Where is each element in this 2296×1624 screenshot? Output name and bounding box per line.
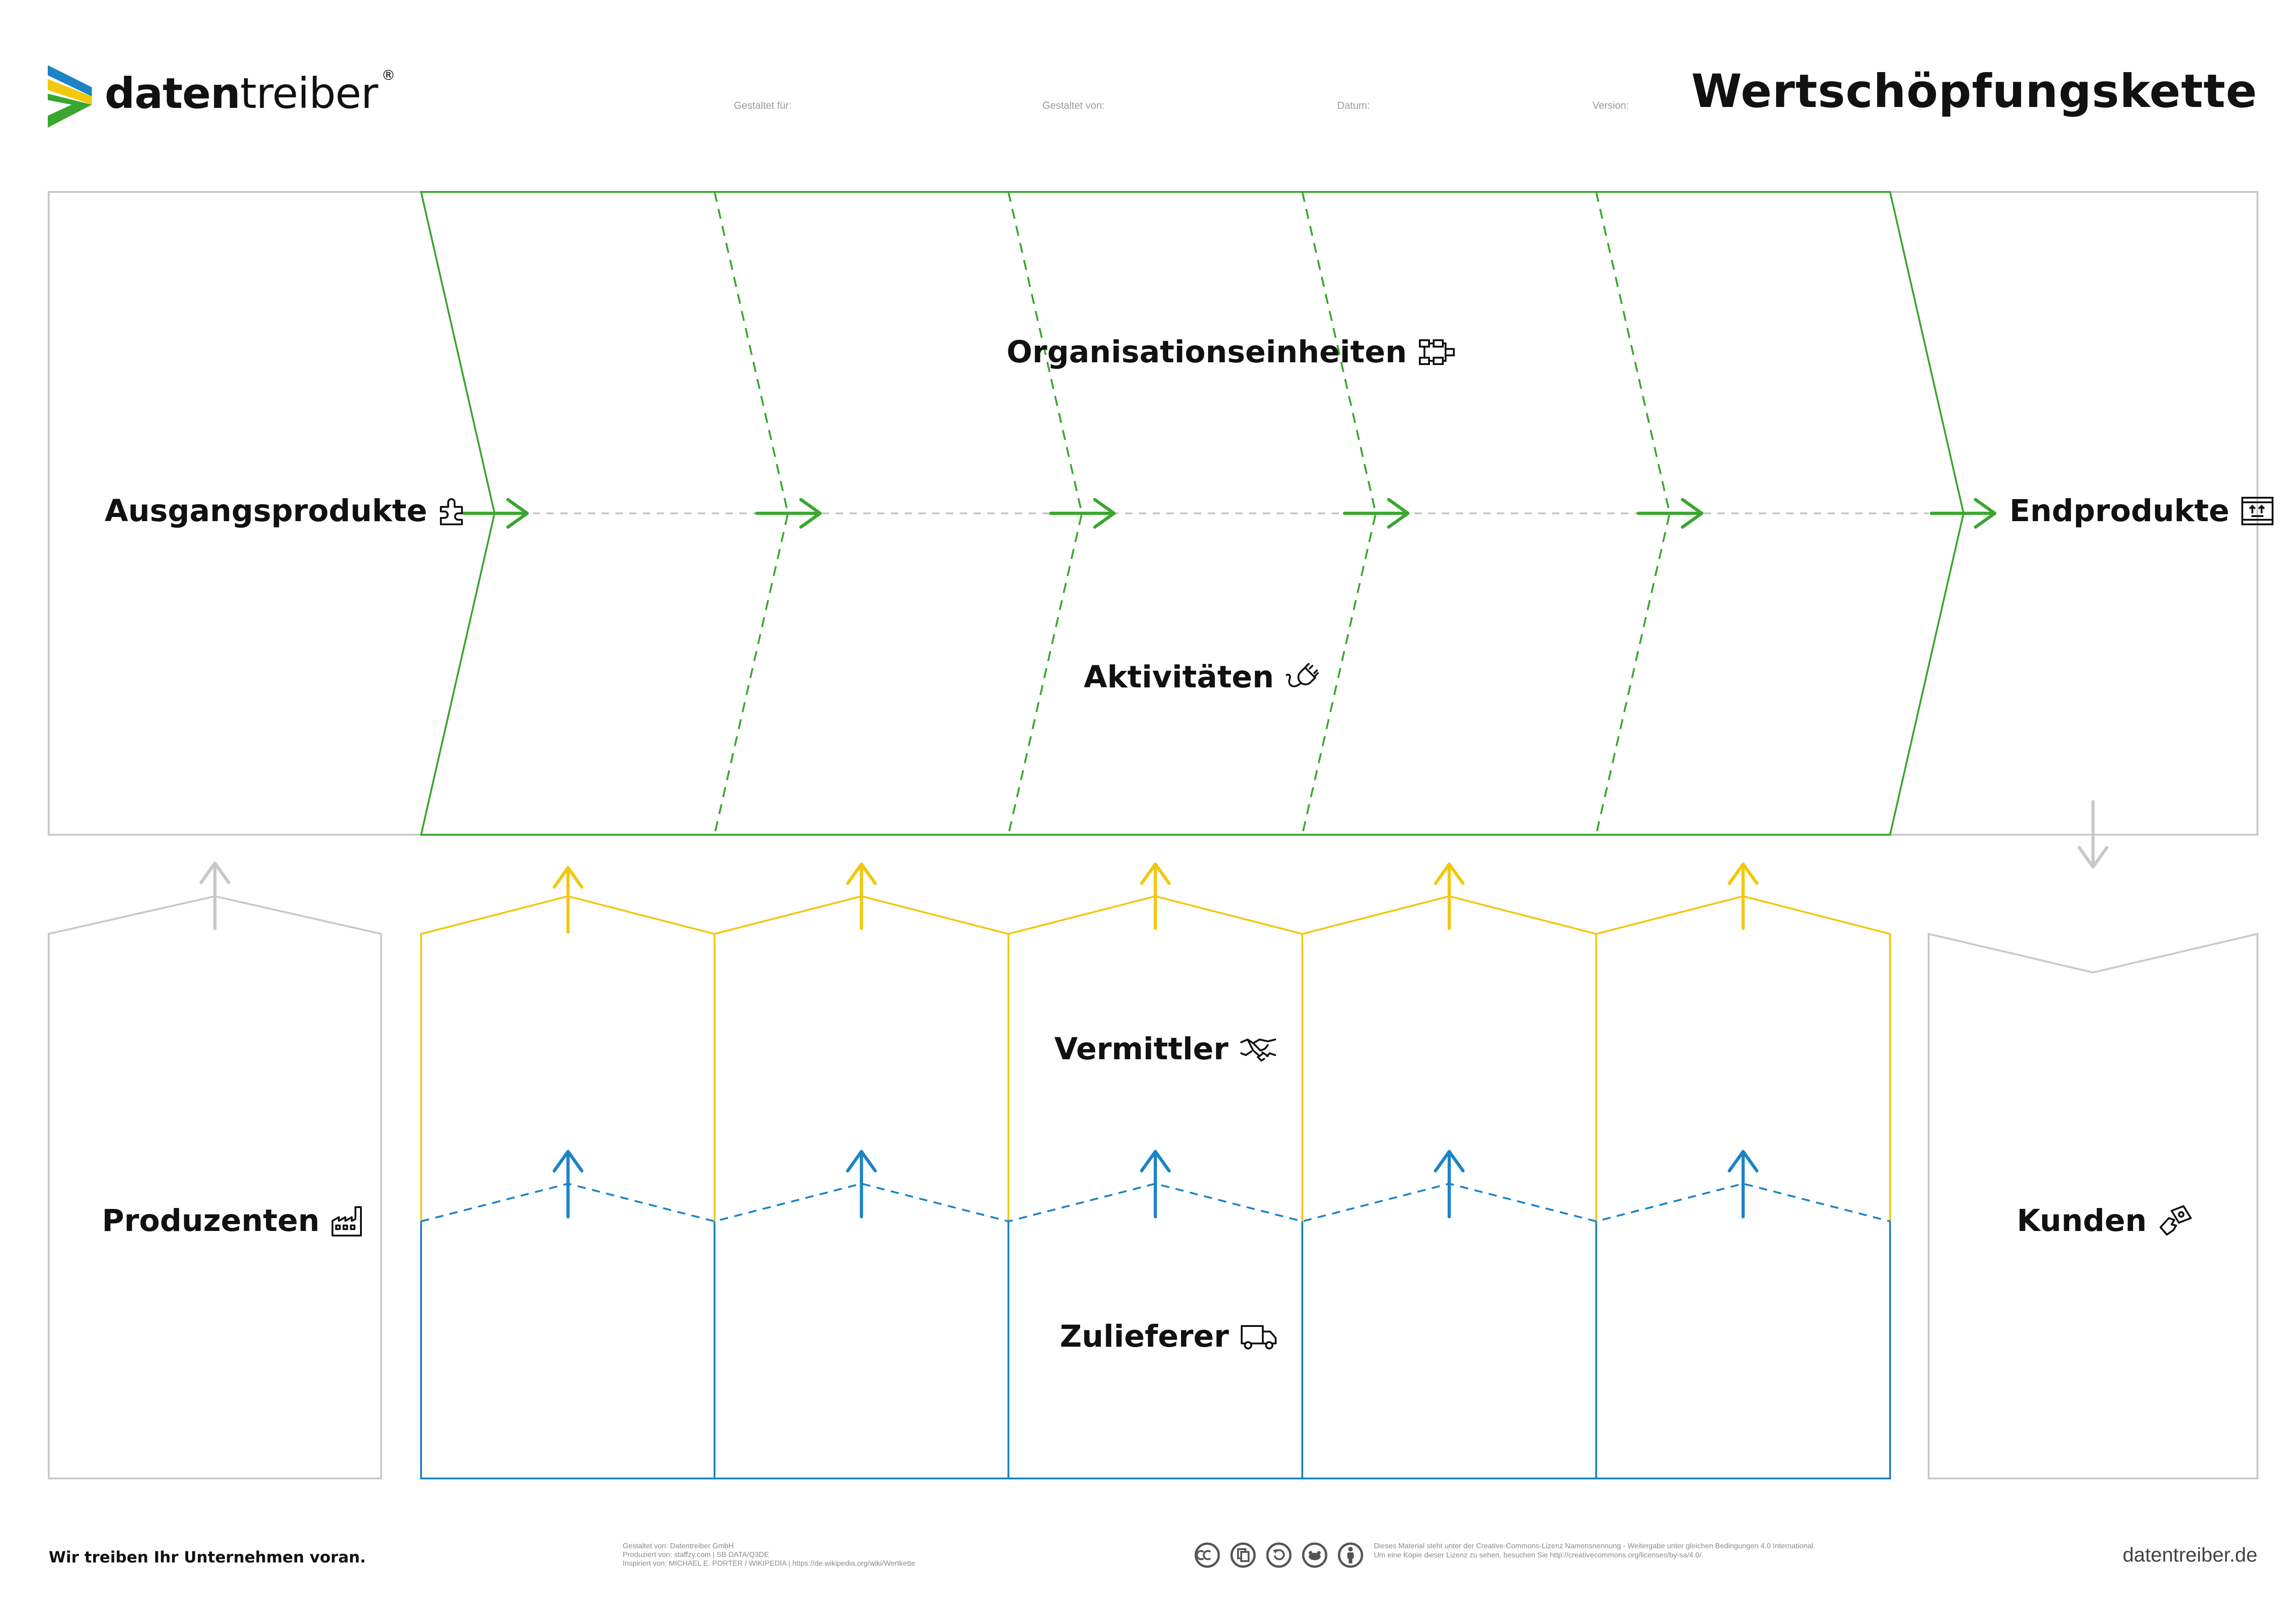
footer-credits: Gestaltet von: Datentreiber GmbH Produzi… (623, 1542, 915, 1568)
license-line[interactable]: Um eine Kopie dieser Lizenz zu sehen, be… (1374, 1551, 1704, 1559)
puzzle-icon (438, 496, 467, 526)
blue-arrow (1434, 1150, 1465, 1219)
credit-line: Gestaltet von: Datentreiber GmbH (623, 1542, 734, 1550)
brand-wordmark: datentreiber® (105, 69, 395, 115)
flow-arrow (1930, 498, 1997, 529)
brand-light: treiber (240, 69, 378, 118)
yellow-arrow (1140, 862, 1171, 930)
suppliers-title: Zulieferer (1060, 1319, 1229, 1354)
flow-arrows (462, 498, 1997, 529)
customers-arrow (2077, 800, 2109, 869)
suppliers-arrows (552, 1150, 1759, 1219)
license-line: Dieses Material steht unter der Creative… (1374, 1542, 1816, 1550)
intermediaries-title: Vermittler (1054, 1031, 1229, 1067)
credit-line: Produziert von: staffzy.com | SB DATA/Q3… (623, 1551, 769, 1559)
footer-url-link[interactable]: datentreiber.de (2122, 1544, 2257, 1566)
yellow-arrow (1728, 862, 1759, 930)
activities-title: Aktivitäten (1084, 659, 1274, 695)
brand-registered: ® (381, 67, 395, 84)
producers-box (48, 895, 382, 1479)
producers-arrow (199, 861, 231, 930)
suppliers-dashed-boundary (421, 1182, 1891, 1223)
label-outputs: Endprodukte (2009, 493, 2274, 528)
hand-money-icon (2158, 1204, 2195, 1237)
blue-arrow (846, 1150, 877, 1219)
label-customers: Kunden (2017, 1203, 2195, 1238)
remix-icon (1266, 1542, 1292, 1568)
package-icon (2240, 496, 2274, 526)
truck-icon (1240, 1322, 1277, 1351)
credit-line: Inspiriert von: MICHAEL E. PORTER / WIKI… (623, 1560, 915, 1568)
footer-license: Dieses Material steht unter der Creative… (1374, 1542, 1893, 1560)
flow-arrow (1343, 498, 1410, 529)
label-suppliers: Zulieferer (1060, 1319, 1277, 1354)
yellow-arrow (846, 862, 877, 930)
blue-arrow (1140, 1150, 1171, 1219)
producers-title: Produzenten (102, 1203, 320, 1238)
page-title: Wertschöpfungskette (1691, 64, 2257, 118)
handshake-icon (1239, 1035, 1277, 1063)
blue-arrow (552, 1150, 584, 1219)
copy-icon (1230, 1542, 1256, 1568)
outputs-title: Endprodukte (2009, 493, 2229, 528)
brand-logo-mark (48, 65, 92, 128)
customers-title: Kunden (2017, 1203, 2147, 1238)
meta-date[interactable]: Datum: (1337, 100, 1370, 111)
commercial-icon (1302, 1542, 1328, 1568)
meta-version[interactable]: Version: (1593, 100, 1629, 111)
meta-designed-for[interactable]: Gestaltet für: (734, 100, 792, 111)
inputs-title: Ausgangsprodukte (105, 493, 428, 528)
blue-arrow (1728, 1150, 1759, 1219)
plug-icon (1285, 661, 1322, 693)
organisations-title: Organisationseinheiten (1007, 334, 1407, 370)
yellow-arrow (1434, 862, 1465, 930)
label-intermediaries: Vermittler (1054, 1031, 1277, 1067)
meta-designed-by[interactable]: Gestaltet von: (1042, 100, 1105, 111)
footer-tagline: Wir treiben Ihr Unternehmen voran. (49, 1548, 366, 1567)
flow-arrow (462, 498, 529, 529)
label-producers: Produzenten (102, 1203, 364, 1238)
intermediaries-arrows (552, 862, 1759, 934)
label-activities: Aktivitäten (1084, 659, 1322, 695)
brand-logo (48, 65, 92, 129)
flow-arrow (1049, 498, 1116, 529)
cc-license-icons[interactable] (1194, 1542, 1364, 1568)
cc-icon (1194, 1542, 1220, 1568)
attribution-icon (1338, 1542, 1363, 1568)
label-organisations: Organisationseinheiten (1007, 334, 1456, 370)
flow-arrow (755, 498, 822, 529)
org-chart-icon (1418, 337, 1456, 367)
factory-icon (331, 1204, 364, 1237)
chain-segment-dividers (714, 191, 1671, 835)
label-inputs: Ausgangsprodukte (105, 493, 467, 528)
customers-box (1928, 933, 2258, 1479)
suppliers-grid (420, 1221, 1891, 1479)
flow-arrow (1637, 498, 1704, 529)
brand-bold: daten (105, 69, 241, 118)
yellow-arrow (552, 866, 584, 934)
